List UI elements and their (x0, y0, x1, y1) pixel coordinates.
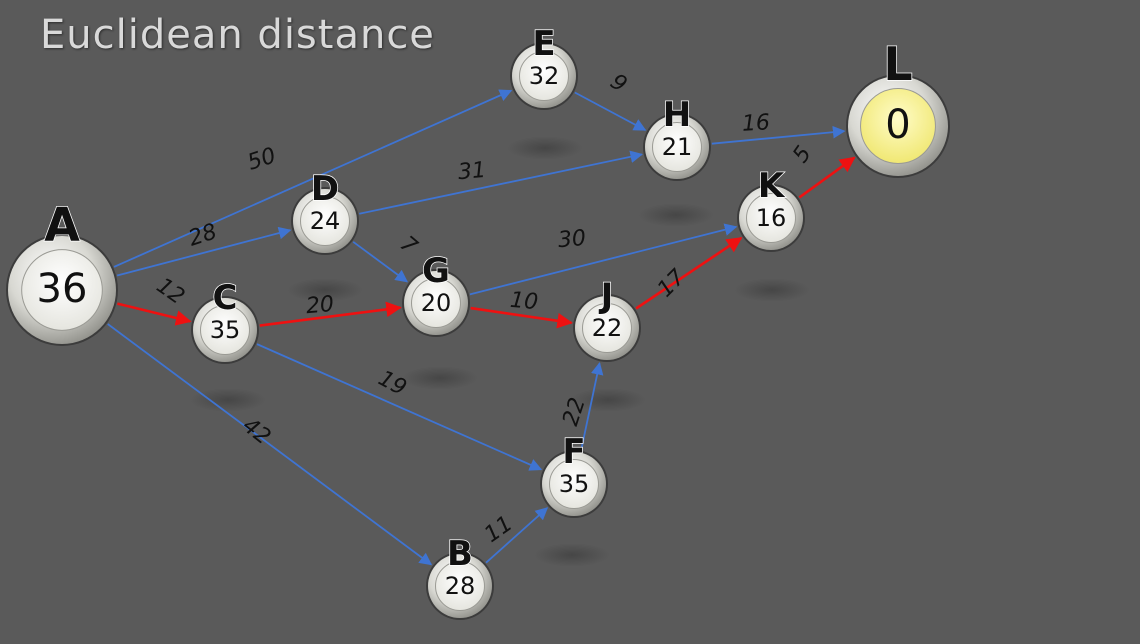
node-face (411, 278, 461, 328)
node-shadow (534, 543, 610, 567)
node-value-A: 36 (37, 266, 88, 312)
node-label-C: C (213, 278, 238, 318)
node-face (582, 303, 632, 353)
edge-A-C (117, 302, 192, 326)
node-value-E: 32 (529, 62, 560, 90)
node-C[interactable]: 35C (191, 277, 259, 364)
node-F[interactable]: 35F (540, 431, 608, 518)
edge-A-B (107, 323, 433, 566)
edge-weight-A-E: 50 (245, 143, 279, 175)
edge-weight-J-K: 17 (653, 265, 690, 302)
node-B[interactable]: 28B (426, 533, 494, 620)
edge-weight-D-G: 7 (395, 232, 422, 260)
edge-weight-C-G: 20 (305, 292, 335, 319)
edge-K-L (798, 156, 856, 199)
edge-D-G (352, 241, 409, 283)
edge-weight-H-L: 16 (741, 110, 770, 136)
node-shadow (190, 388, 266, 412)
node-value-F: 35 (559, 470, 590, 498)
edge-A-D (116, 226, 292, 277)
node-H[interactable]: 21H (643, 94, 711, 181)
node-label-K: K (758, 166, 786, 206)
node-value-D: 24 (310, 207, 341, 235)
node-value-K: 16 (756, 204, 787, 232)
edge-G-K (469, 223, 738, 296)
node-value-G: 20 (421, 289, 452, 317)
node-label-J: J (599, 276, 614, 316)
node-label-L: L (883, 37, 912, 91)
node-label-F: F (562, 432, 585, 472)
edge-weight-G-J: 10 (509, 288, 539, 315)
edge-weight-D-H: 31 (457, 158, 487, 185)
node-D[interactable]: 24D (291, 168, 359, 255)
node-face (746, 193, 796, 243)
node-L[interactable]: 0L (846, 36, 950, 178)
node-face (549, 459, 599, 509)
node-shadow (287, 278, 363, 302)
node-label-G: G (422, 251, 450, 291)
edge-weight-G-K: 30 (557, 226, 587, 253)
node-label-B: B (447, 534, 473, 574)
node-label-H: H (663, 95, 691, 135)
node-J[interactable]: 22J (573, 275, 641, 362)
edge-B-F (485, 507, 549, 564)
edge-weight-A-C: 12 (152, 273, 189, 310)
edge-weight-K-L: 5 (788, 142, 817, 168)
node-value-L: 0 (885, 102, 910, 148)
edge-weight-A-D: 28 (186, 219, 220, 251)
node-shadow (570, 388, 646, 412)
node-shadow (507, 136, 583, 160)
diagram-title: Euclidean distance (40, 12, 435, 58)
node-label-E: E (532, 24, 555, 64)
edge-F-J (580, 361, 604, 450)
node-face (519, 51, 569, 101)
node-value-C: 35 (210, 316, 241, 344)
node-A[interactable]: 36 A (6, 197, 118, 346)
edge-J-K (635, 236, 743, 310)
edge-E-H (574, 91, 647, 131)
edge-A-E (113, 89, 513, 268)
edge-H-L (711, 125, 846, 145)
node-shadow (734, 278, 810, 302)
node-label-D: D (311, 169, 339, 209)
edge-weight-B-F: 11 (480, 511, 517, 548)
node-E[interactable]: 32E (510, 23, 578, 110)
node-value-H: 21 (662, 133, 693, 161)
edge-D-H (359, 150, 644, 215)
node-G[interactable]: 20G (402, 250, 470, 337)
node-face (200, 305, 250, 355)
edge-C-F (256, 343, 543, 471)
node-shadow (402, 366, 478, 390)
node-value-B: 28 (445, 572, 476, 600)
node-label-A: A (44, 198, 80, 252)
node-shadow (638, 203, 714, 227)
edge-weight-C-F: 19 (374, 366, 410, 401)
node-face (21, 249, 103, 331)
edge-C-G (259, 301, 402, 327)
node-face (300, 196, 350, 246)
node-K[interactable]: 16K (737, 165, 805, 252)
edge-weight-E-H: 9 (605, 69, 631, 98)
node-face (652, 122, 702, 172)
node-face (860, 88, 936, 164)
node-value-J: 22 (592, 314, 623, 342)
node-face (435, 561, 485, 611)
edge-G-J (470, 306, 573, 329)
